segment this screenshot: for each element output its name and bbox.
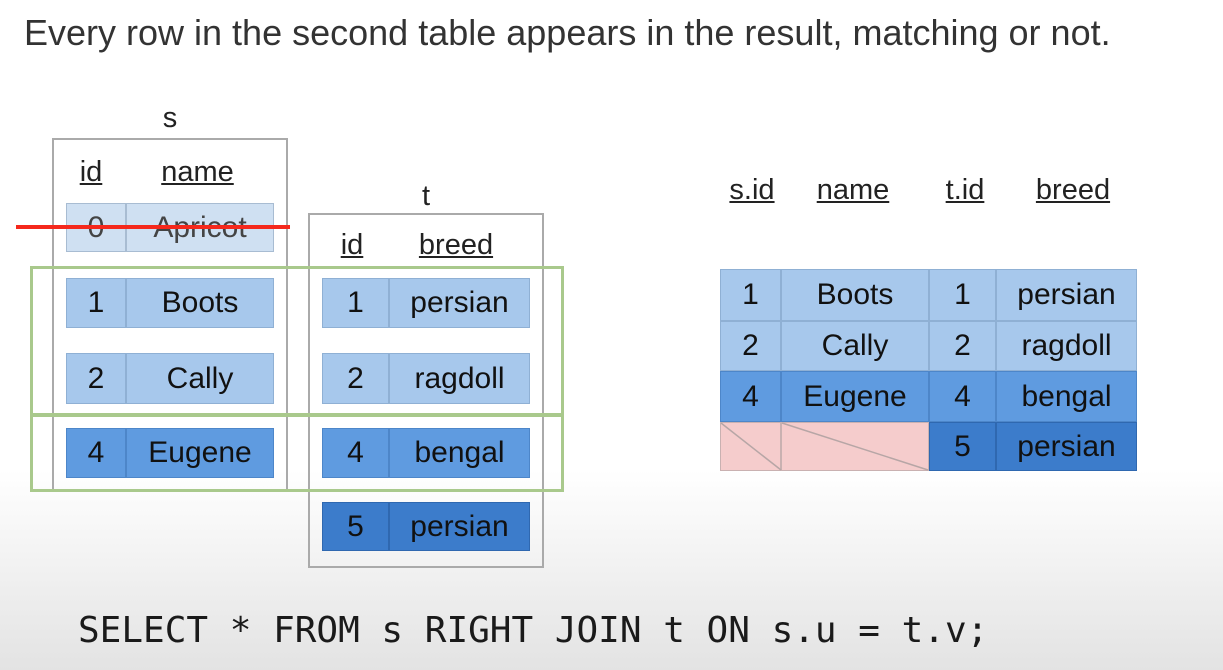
table-t-row-1-id: 2 bbox=[322, 353, 389, 404]
result-row-2-breed: bengal bbox=[996, 371, 1137, 422]
table-t-header-breed: breed bbox=[418, 229, 494, 261]
sql-query: SELECT * FROM s RIGHT JOIN t ON s.u = t.… bbox=[78, 610, 989, 651]
result-row-3-t-id: 5 bbox=[929, 422, 996, 471]
null-diagonal-1 bbox=[720, 422, 782, 471]
table-t-row-2-id: 4 bbox=[322, 428, 389, 478]
table-t-row-2-breed: bengal bbox=[389, 428, 530, 478]
table-t-label: t bbox=[421, 180, 431, 212]
table-s-header-id: id bbox=[79, 156, 103, 188]
table-t-header-id: id bbox=[340, 229, 364, 261]
table-s-row-1-id: 1 bbox=[66, 278, 126, 328]
table-t-row-3-id: 5 bbox=[322, 502, 389, 551]
strike-through-line bbox=[16, 225, 290, 229]
slide-heading: Every row in the second table appears in… bbox=[24, 12, 1111, 53]
table-s-row-1-name: Boots bbox=[126, 278, 274, 328]
table-s-label: s bbox=[162, 102, 178, 134]
result-row-1-s-id: 2 bbox=[720, 321, 781, 371]
result-header-s-id: s.id bbox=[729, 174, 775, 206]
table-t-row-3-breed: persian bbox=[389, 502, 530, 551]
result-row-2-t-id: 4 bbox=[929, 371, 996, 422]
table-t-row-0-breed: persian bbox=[389, 278, 530, 328]
table-s-row-3-id: 4 bbox=[66, 428, 126, 478]
table-t-row-0-id: 1 bbox=[322, 278, 389, 328]
table-t-row-1-breed: ragdoll bbox=[389, 353, 530, 404]
table-t-frame bbox=[308, 213, 544, 568]
table-s-row-3-name: Eugene bbox=[126, 428, 274, 478]
result-row-0-breed: persian bbox=[996, 269, 1137, 321]
result-row-0-t-id: 1 bbox=[929, 269, 996, 321]
result-row-3-breed: persian bbox=[996, 422, 1137, 471]
match-box-group-2 bbox=[30, 414, 564, 492]
null-diagonal-2 bbox=[781, 422, 929, 471]
result-row-0-name: Boots bbox=[781, 269, 929, 321]
result-header-breed: breed bbox=[1035, 174, 1111, 206]
result-row-0-s-id: 1 bbox=[720, 269, 781, 321]
result-row-1-name: Cally bbox=[781, 321, 929, 371]
result-header-t-id: t.id bbox=[945, 174, 985, 206]
result-row-1-t-id: 2 bbox=[929, 321, 996, 371]
result-header-name: name bbox=[816, 174, 890, 206]
table-s-header-name: name bbox=[161, 156, 234, 188]
table-s-row-2-name: Cally bbox=[126, 353, 274, 404]
table-s-row-2-id: 2 bbox=[66, 353, 126, 404]
result-row-2-s-id: 4 bbox=[720, 371, 781, 422]
result-row-2-name: Eugene bbox=[781, 371, 929, 422]
result-row-1-breed: ragdoll bbox=[996, 321, 1137, 371]
